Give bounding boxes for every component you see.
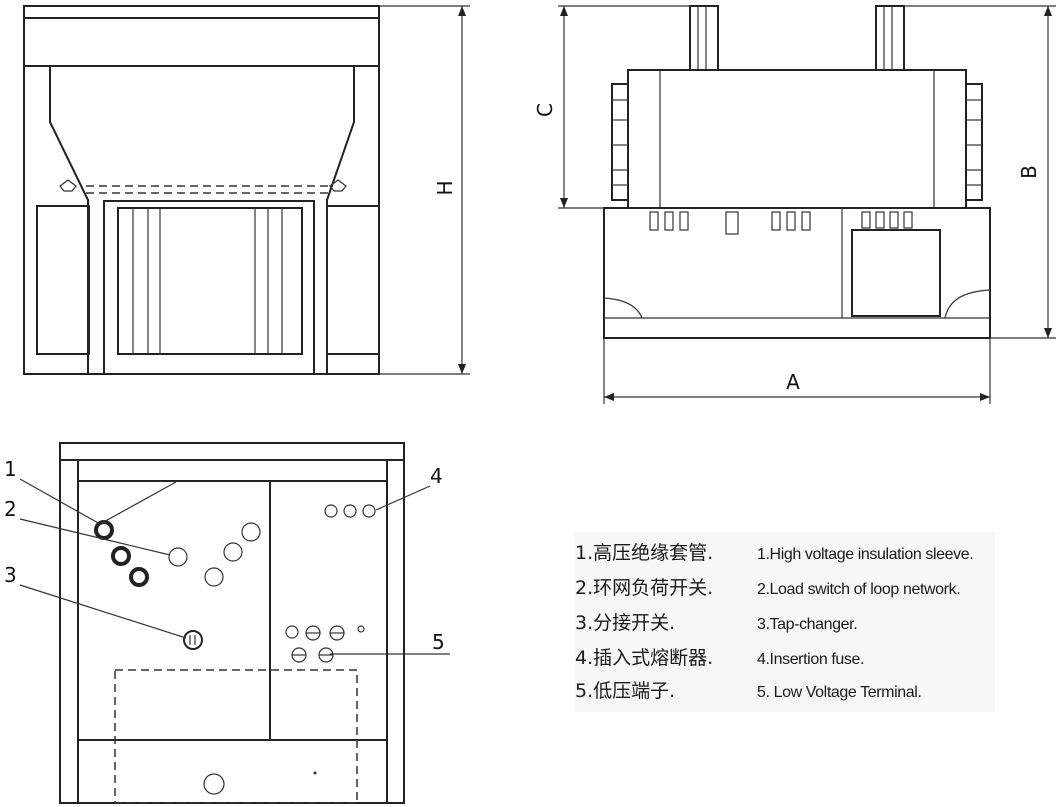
legend: 1.高压绝缘套管. 1.High voltage insulation slee… (575, 532, 995, 712)
callout-4: 4 (430, 464, 443, 488)
legend-en: 5. Low Voltage Terminal. (757, 684, 922, 701)
side-view (23, 5, 380, 375)
legend-zh: 2.环网负荷开关. (575, 577, 714, 599)
dimension-b-label: B (1017, 165, 1041, 179)
dimension-h-label: H (433, 180, 457, 195)
callout-1: 1 (4, 457, 17, 481)
callout-2: 2 (4, 497, 17, 521)
legend-item: 4.插入式熔断器. 4.Insertion fuse. (575, 643, 864, 673)
dimension-b (904, 5, 1056, 339)
front-view (603, 5, 991, 339)
legend-zh: 4.插入式熔断器. (575, 647, 714, 669)
legend-en: 1.High voltage insulation sleeve. (757, 546, 974, 563)
callout-3: 3 (4, 563, 17, 587)
legend-item: 5.低压端子. 5. Low Voltage Terminal. (575, 676, 922, 706)
legend-zh: 5.低压端子. (575, 680, 676, 702)
dimension-c (558, 5, 690, 209)
callout-5: 5 (432, 630, 445, 654)
legend-item: 2.环网负荷开关. 2.Load switch of loop network. (575, 573, 961, 603)
legend-zh: 1.高压绝缘套管. (575, 542, 714, 564)
legend-item: 3.分接开关. 3.Tap-changer. (575, 608, 858, 638)
legend-zh: 3.分接开关. (575, 612, 676, 634)
dimension-a-label: A (786, 370, 800, 394)
top-view (19, 442, 450, 804)
legend-en: 2.Load switch of loop network. (757, 581, 961, 598)
dimension-c-label: C (533, 103, 557, 117)
legend-item: 1.高压绝缘套管. 1.High voltage insulation slee… (575, 538, 974, 568)
dimension-h (379, 5, 470, 375)
legend-en: 3.Tap-changer. (757, 616, 858, 633)
legend-en: 4.Insertion fuse. (757, 651, 865, 668)
dimension-a (603, 338, 991, 404)
